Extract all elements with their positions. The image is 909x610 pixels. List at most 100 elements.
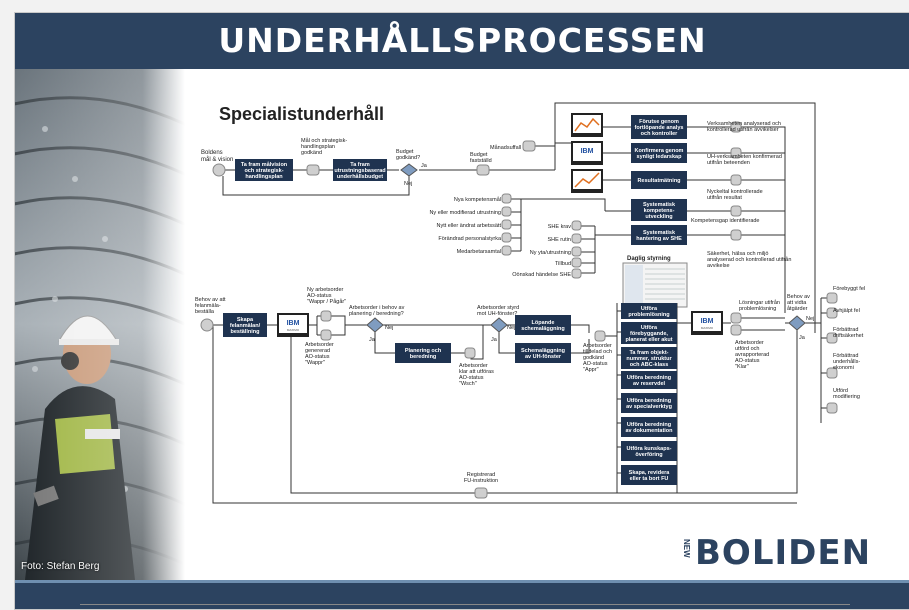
svg-text:Ja: Ja (799, 335, 806, 341)
svg-text:Ny yta/utrustning: Ny yta/utrustning (530, 250, 571, 256)
photo-credit: Foto: Stefan Berg (21, 561, 100, 572)
svg-text:IBM: IBM (701, 318, 714, 325)
monitor-ibm: IBM (571, 141, 603, 165)
ibm-maximo-terminal-1: IBM MAXIMO (277, 313, 309, 337)
monitor-chart-2 (571, 169, 603, 193)
svg-text:SHE krav: SHE krav (548, 224, 571, 230)
decision-needs-planning (366, 317, 384, 333)
svg-text:Månadsuffall: Månadsuffall (490, 144, 521, 151)
daily-control-screenshot (622, 262, 688, 308)
svg-text:Resultatmätning: Resultatmätning (637, 178, 680, 184)
boliden-logo: NEW BOLIDEN (681, 533, 891, 583)
svg-text:Nej: Nej (507, 325, 515, 331)
decision-budget-approved (400, 163, 418, 177)
monitor-chart-1 (571, 113, 603, 137)
svg-text:Förändrad personalstyrka: Förändrad personalstyrka (438, 236, 502, 242)
svg-text:Daglig styrning: Daglig styrning (627, 256, 671, 262)
svg-text:IBM: IBM (287, 320, 300, 327)
svg-text:Nya kompetensmål: Nya kompetensmål (454, 196, 501, 203)
logo-text: BOLIDEN (695, 533, 872, 573)
svg-text:Förebyggt fel: Förebyggt fel (833, 286, 865, 292)
logo-new: NEW (682, 539, 691, 558)
divider (80, 604, 850, 605)
start-node-fault-report (200, 318, 214, 332)
decision-uh-window (490, 317, 508, 333)
worker-photo (15, 69, 185, 580)
svg-text:Ja: Ja (491, 337, 498, 343)
node-budget-set (476, 164, 490, 176)
svg-text:Medarbetarsamtal: Medarbetarsamtal (457, 249, 501, 255)
svg-text:MAXIMO: MAXIMO (701, 326, 714, 330)
svg-text:Utföra kunskaps-överföring: Utföra kunskaps-överföring (627, 446, 672, 458)
svg-text:Ny eller modifierad utrustning: Ny eller modifierad utrustning (429, 210, 501, 216)
diagram-subtitle: Specialistunderhåll (219, 104, 384, 124)
svg-text:Nytt eller ändrat arbetssätt: Nytt eller ändrat arbetssätt (436, 223, 501, 229)
ibm-maximo-terminal-2: IBM MAXIMO (691, 311, 723, 335)
node-plan-approved (306, 164, 320, 176)
node-fu-registered (474, 487, 488, 499)
svg-text:Ja: Ja (369, 337, 376, 343)
svg-text:Nej: Nej (404, 181, 412, 187)
slide: UNDERHÅLLSPROCESSEN (14, 12, 909, 610)
title-banner: UNDERHÅLLSPROCESSEN (15, 13, 909, 69)
svg-text:Oönskad händelse SHE: Oönskad händelse SHE (512, 272, 571, 278)
svg-text:IBM: IBM (581, 148, 594, 155)
svg-text:Ja: Ja (421, 163, 428, 169)
box-result-measurement: Resultatmätning (631, 171, 687, 189)
start-node-goals (212, 163, 226, 177)
svg-text:Kompetensgap identifierade: Kompetensgap identifierade (691, 218, 760, 224)
svg-text:Nej: Nej (385, 325, 393, 331)
svg-text:MAXIMO: MAXIMO (287, 328, 300, 332)
page-title: UNDERHÅLLSPROCESSEN (218, 21, 707, 60)
svg-text:Avhjälpt fel: Avhjälpt fel (833, 308, 860, 314)
svg-text:Nej: Nej (806, 316, 814, 322)
svg-text:Tillbud: Tillbud (555, 261, 571, 267)
svg-text:SHE rutin: SHE rutin (547, 237, 571, 243)
